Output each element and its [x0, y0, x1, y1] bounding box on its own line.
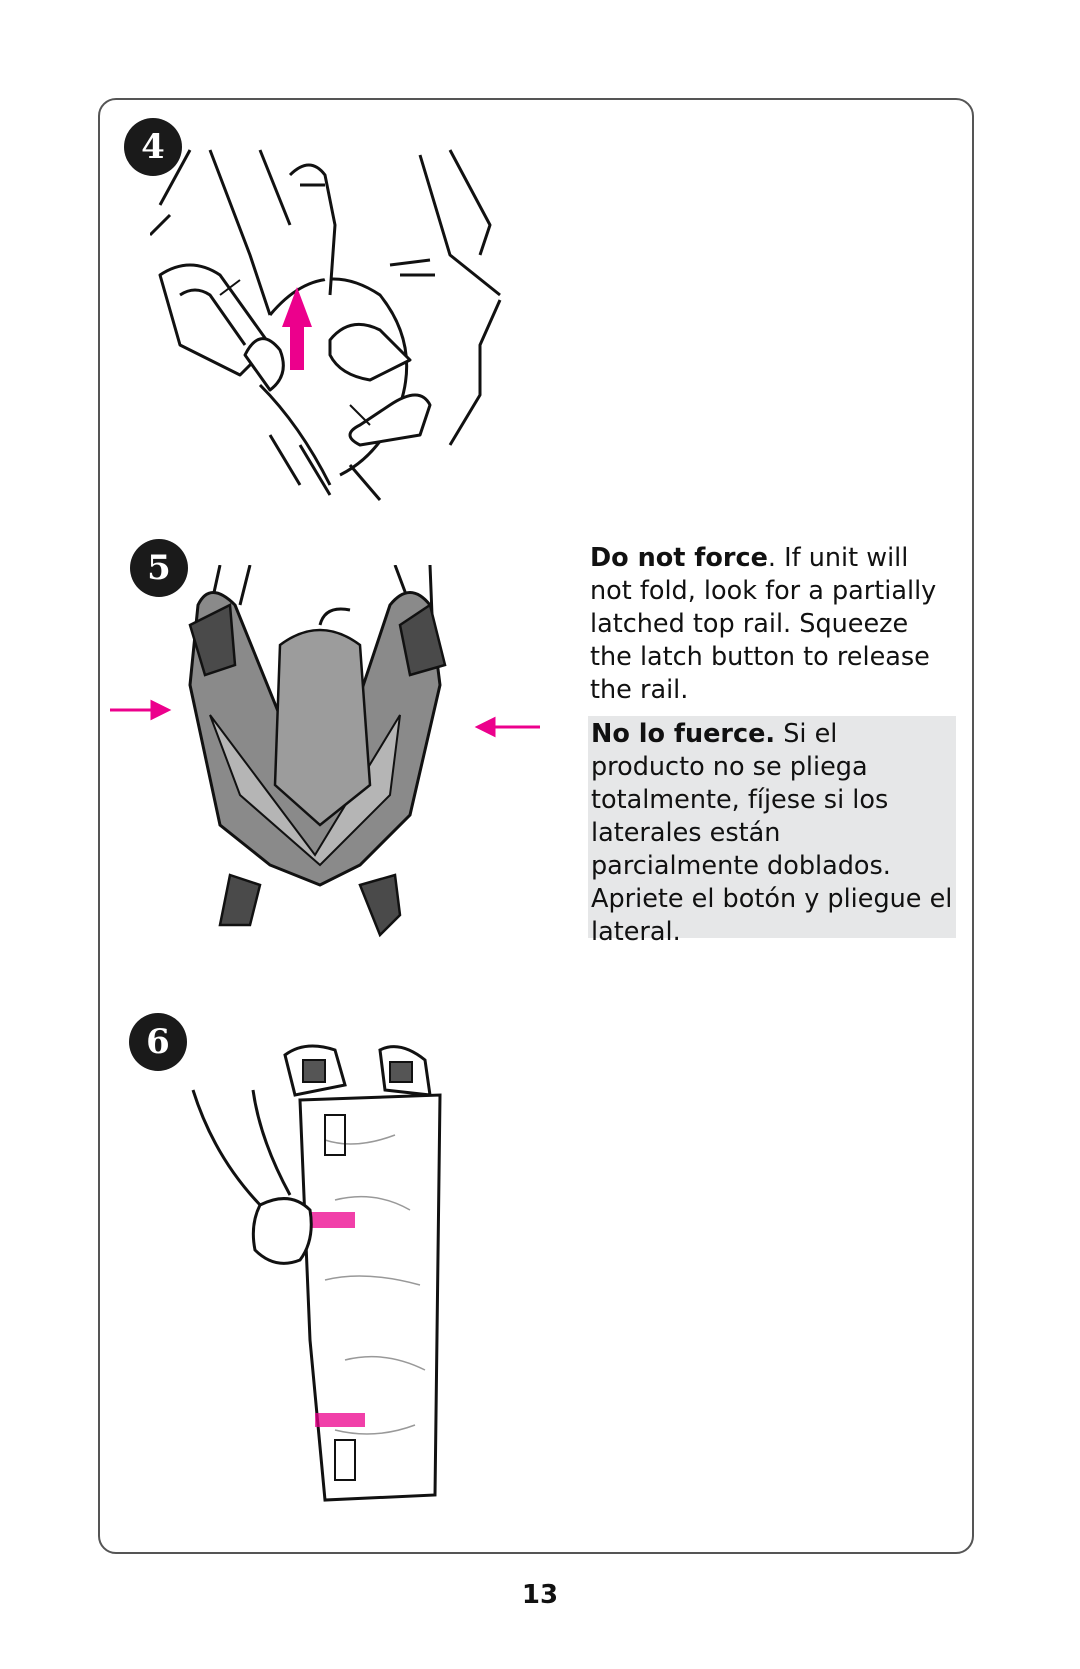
- instruction-english-text: . If unit will not fold, look for a part…: [590, 543, 937, 705]
- instruction-spanish-text: Si el producto no se pliega totalmente, …: [591, 719, 953, 947]
- instruction-english: Do not force. If unit will not fold, loo…: [590, 542, 950, 707]
- instruction-spanish-bold: No lo fuerce.: [591, 719, 776, 749]
- step-4-badge: 4: [124, 118, 182, 176]
- step-5-badge: 5: [130, 539, 188, 597]
- instruction-english-bold: Do not force: [590, 543, 768, 573]
- page-frame: [98, 98, 974, 1554]
- instruction-spanish: No lo fuerce. Si el producto no se plieg…: [588, 716, 956, 947]
- step-5-illustration: [110, 565, 540, 938]
- step-4-illustration: [150, 149, 502, 501]
- page-number: 13: [521, 1580, 559, 1610]
- step-6-badge: 6: [129, 1013, 187, 1071]
- step-6-illustration: [191, 1044, 442, 1502]
